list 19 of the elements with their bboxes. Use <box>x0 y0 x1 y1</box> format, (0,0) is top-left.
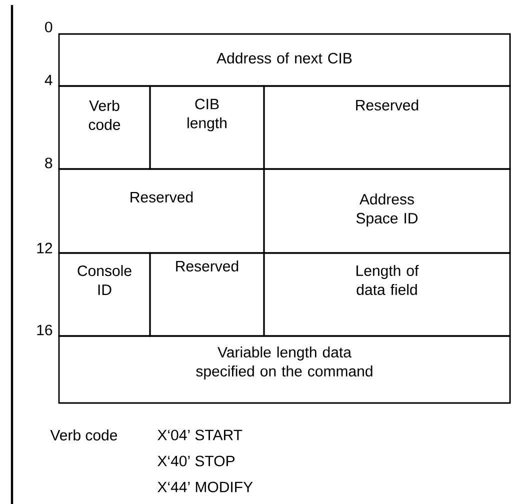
offset-label: 12 <box>37 242 52 254</box>
offset-label: 0 <box>45 22 52 32</box>
legend-text: X‘44’ MODIFY <box>158 482 253 492</box>
offset-label: 4 <box>44 74 52 86</box>
legend-text: X‘04’ START <box>158 430 242 440</box>
field-cell: Console ID <box>58 252 151 337</box>
legend-text: Verb code <box>50 430 118 440</box>
field-cell: Address of next CIB <box>58 33 511 87</box>
field-cell: Address Space ID <box>263 168 511 254</box>
offset-label: 16 <box>37 324 52 336</box>
field-cell: Length of data field <box>263 252 511 337</box>
field-cell: Reserved <box>58 168 265 254</box>
field-cell: CIB length <box>149 85 265 170</box>
offset-label: 8 <box>45 158 52 168</box>
legend-text: X‘40’ STOP <box>158 456 234 466</box>
field-cell: Reserved <box>149 252 265 337</box>
field-cell: Variable length data specified on the command <box>58 335 511 404</box>
field-cell: Reserved <box>263 85 511 170</box>
field-cell: Verb code <box>58 85 151 170</box>
